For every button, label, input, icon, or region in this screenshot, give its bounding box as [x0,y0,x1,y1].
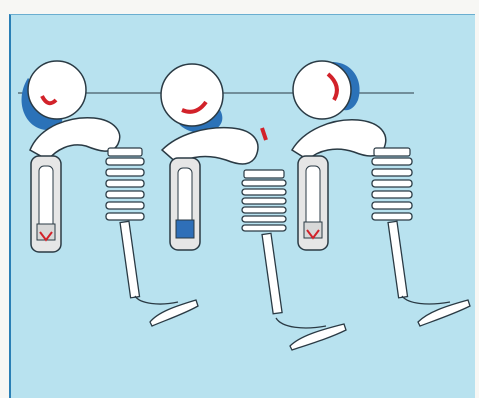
camshaft-3 [293,61,351,119]
rocker-arm-3 [292,120,386,160]
valve-stem-2 [262,233,282,313]
valve-stem-3 [388,221,407,298]
valve-neck-2 [276,318,326,328]
valve-stem-1 [120,221,139,298]
spring-retainer-1 [108,148,142,156]
lifter-plunger-2 [176,220,194,238]
valve-neck-3 [402,296,450,304]
valve-spring-2 [242,180,286,231]
lifter-plunger-1 [37,224,55,240]
spring-retainer-2 [244,170,284,178]
valve-spring-1 [106,158,144,220]
lifter-plunger-3 [304,222,322,238]
valve-neck-1 [135,296,178,304]
cam-indicator-2 [262,128,266,140]
cam-stage-3 [292,61,470,326]
valve-spring-3 [372,158,412,220]
spring-retainer-3 [374,148,410,156]
camshaft-2 [161,64,223,126]
camshaft-1 [28,61,86,119]
